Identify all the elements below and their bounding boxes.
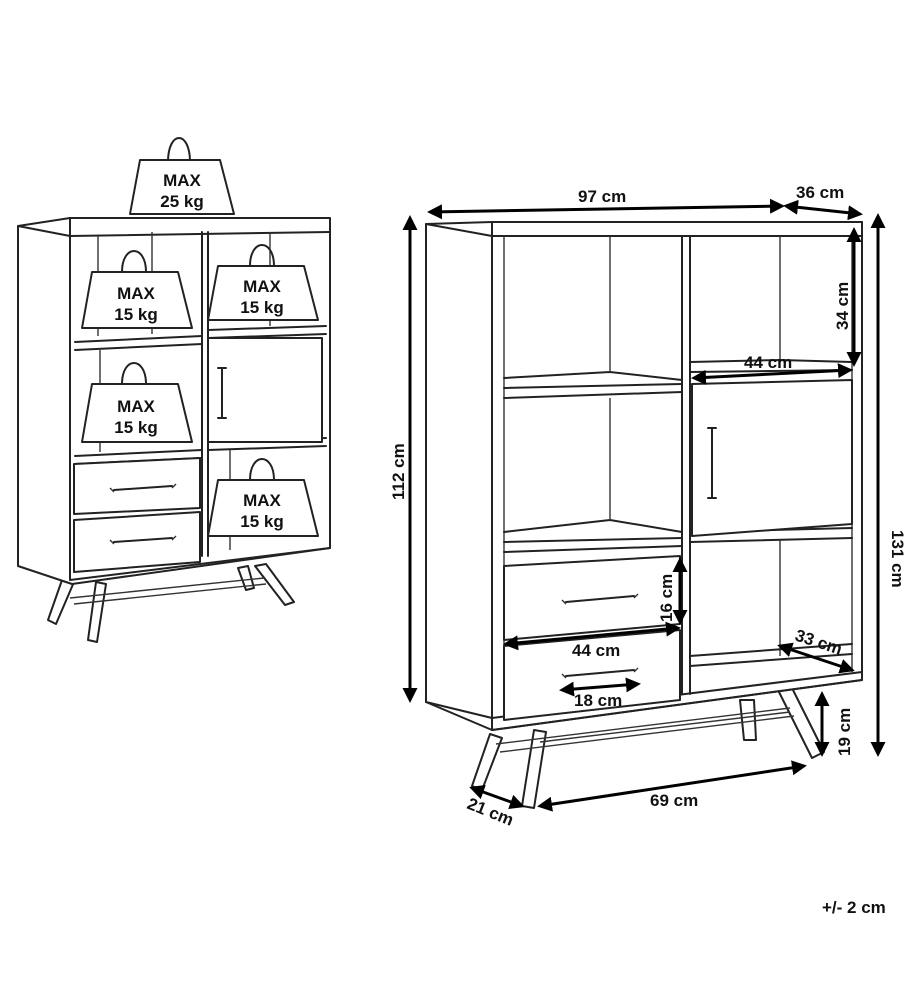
label-body-height: 112 cm [389, 443, 408, 500]
weight-icon-shelf-top-left: MAX 15 kg [81, 250, 193, 329]
label-compartment-height: 34 cm [833, 282, 852, 330]
small-legs [47, 563, 295, 643]
label-compartment-width: 44 cm [744, 353, 792, 372]
label-depth: 36 cm [796, 183, 844, 202]
weight-str-label-1: MAX [243, 277, 281, 296]
small-drawer-top [73, 457, 201, 515]
small-drawer-bottom [73, 511, 201, 573]
label-handle-width: 18 cm [574, 691, 622, 710]
large-legs [471, 687, 825, 809]
weight-str-label-2: 15 kg [240, 298, 283, 317]
label-leg-span: 69 cm [650, 791, 698, 810]
weight-stl-label-2: 15 kg [114, 305, 157, 324]
weight-slr-label-1: MAX [243, 491, 281, 510]
label-leg-height: 19 cm [835, 708, 854, 756]
dimension-arrows [402, 198, 886, 812]
large-door [691, 379, 853, 537]
label-width: 97 cm [578, 187, 626, 206]
weight-icon-top: MAX 25 kg [129, 137, 235, 215]
weight-top-label-2: 25 kg [160, 192, 203, 211]
weight-slr-label-2: 15 kg [240, 512, 283, 531]
small-door [207, 337, 323, 443]
weight-sml-label-1: MAX [117, 397, 155, 416]
weight-icon-shelf-top-right: MAX 15 kg [207, 244, 319, 321]
weight-icon-shelf-mid-left: MAX 15 kg [81, 362, 193, 443]
label-leg-depth: 21 cm [465, 794, 517, 830]
dimension-view [425, 221, 863, 809]
weight-icon-shelf-low-right: MAX 15 kg [207, 458, 319, 537]
weight-top-label-1: MAX [163, 171, 201, 190]
label-drawer-height: 16 cm [657, 574, 676, 622]
weight-sml-label-2: 15 kg [114, 418, 157, 437]
tolerance-note: +/- 2 cm [822, 898, 886, 917]
large-drawer-top [503, 555, 681, 641]
label-total-height: 131 cm [888, 530, 907, 588]
label-drawer-width: 44 cm [572, 641, 620, 660]
weight-stl-label-1: MAX [117, 284, 155, 303]
